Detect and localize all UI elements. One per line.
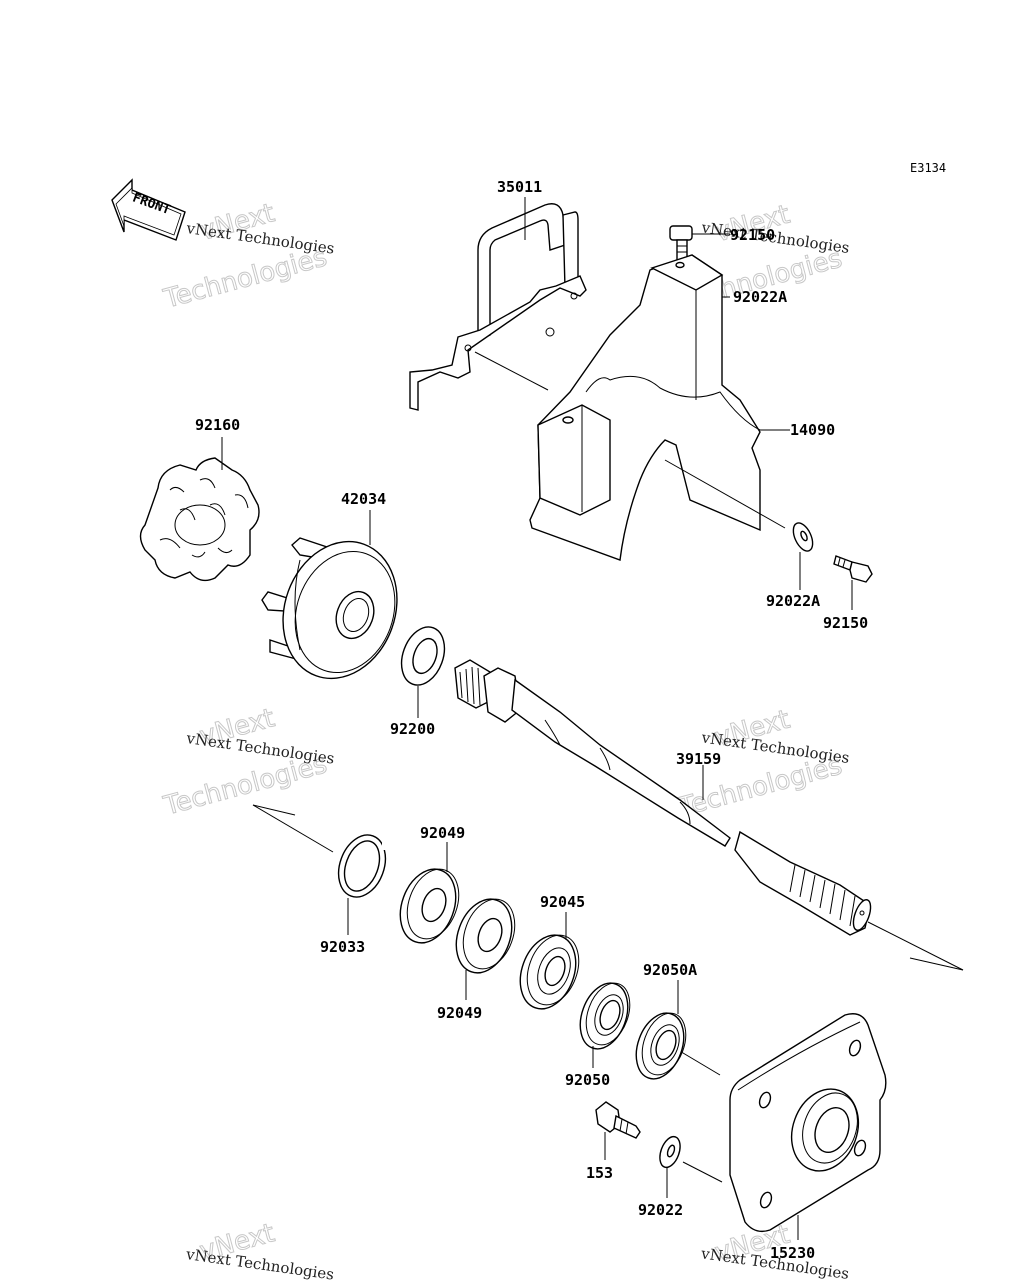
part-15230-housing (729, 1013, 887, 1233)
label-92033: 92033 (320, 938, 365, 956)
part-39159-shaft (454, 659, 872, 936)
part-92160-coupler (139, 457, 260, 582)
part-92022A-washer-side (792, 522, 814, 552)
label-92022A-top: 92022A (733, 288, 787, 306)
label-15230: 15230 (770, 1244, 815, 1262)
part-35011-bracket (409, 203, 587, 411)
label-35011: 35011 (497, 178, 542, 196)
part-92045-bearing (519, 934, 580, 1010)
part-92033-circlip (337, 834, 391, 898)
label-92022A-side: 92022A (766, 592, 820, 610)
part-92050-seal (579, 982, 631, 1050)
part-14090-cover (529, 254, 786, 561)
front-arrow-icon: FRONT (111, 178, 186, 241)
label-92049-lower: 92049 (437, 1004, 482, 1022)
label-153: 153 (586, 1164, 613, 1182)
label-92150-top: 92150 (730, 226, 775, 244)
label-92160: 92160 (195, 416, 240, 434)
label-14090: 14090 (790, 421, 835, 439)
label-92050A: 92050A (643, 961, 697, 979)
part-92022-washer (659, 1135, 681, 1169)
label-92150-side: 92150 (823, 614, 868, 632)
part-92150-bolt-side (833, 555, 873, 583)
part-92049-seal-upper (399, 868, 460, 944)
label-92050: 92050 (565, 1071, 610, 1089)
part-92200-washer (400, 626, 446, 686)
label-92022: 92022 (638, 1201, 683, 1219)
label-42034: 42034 (341, 490, 386, 508)
assembly-axis-lines (252, 804, 964, 1183)
label-92045: 92045 (540, 893, 585, 911)
part-153-bolt (595, 1101, 641, 1139)
label-92049-upper: 92049 (420, 824, 465, 842)
part-92150-bolt-top (669, 225, 693, 261)
part-42034-coupling (261, 537, 398, 680)
part-92049-seal-lower (455, 898, 516, 974)
label-39159: 39159 (676, 750, 721, 768)
diagram-code: E3134 (910, 161, 946, 175)
part-92050A-seal (635, 1012, 687, 1080)
label-92200: 92200 (390, 720, 435, 738)
